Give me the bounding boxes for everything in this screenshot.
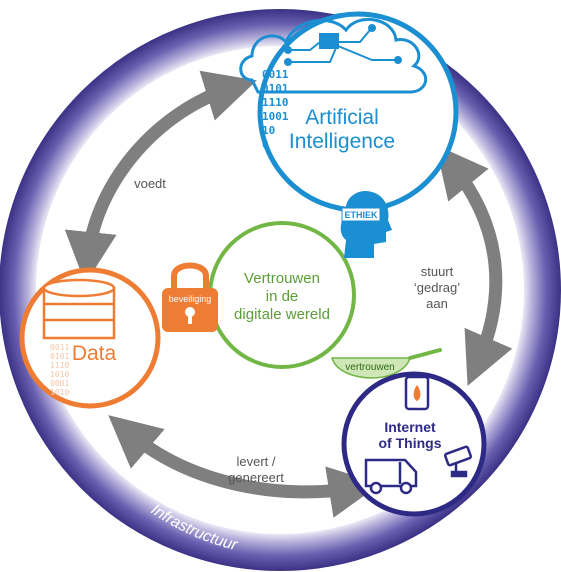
arrow-feeds [64,70,257,284]
svg-text:0001: 0001 [50,379,69,388]
svg-text:1010: 1010 [50,370,69,379]
ai-binary: 0011 0101 1110 1001 10 0 [262,68,289,151]
ai-label: Artificial Intelligence [289,106,395,153]
svg-text:1110: 1110 [262,96,289,109]
arrow-steers-label: stuurt ‘gedrag’ aan [414,264,460,311]
svg-text:0011: 0011 [50,343,69,352]
lock-icon: beveiliging [162,262,218,332]
svg-text:0: 0 [262,138,269,151]
data-binary: 0011 0101 1110 1010 0001 1010 [50,343,69,397]
iot-label: Internet of Things [379,419,442,451]
svg-text:ETHIEK: ETHIEK [344,210,378,220]
svg-text:1110: 1110 [50,361,69,370]
svg-text:aan: aan [426,296,448,311]
ethics-badge: ETHIEK [340,190,392,258]
svg-text:1001: 1001 [262,110,289,123]
trust-label: Vertrouwen in de digitale wereld [234,270,330,323]
arrow-feeds-label: voedt [134,176,166,191]
arrow-delivers [108,415,381,518]
trust-net-icon: vertrouwen [331,348,442,379]
arrow-delivers-label: levert / genereert [228,454,284,485]
arrow-steers [435,144,513,386]
database-icon [42,278,116,340]
svg-text:Artificial: Artificial [305,106,379,129]
svg-text:genereert: genereert [228,470,284,485]
smartphone-icon [404,375,430,411]
svg-text:0101: 0101 [50,352,69,361]
circuit-icon [284,24,402,66]
svg-text:10: 10 [262,124,275,137]
camera-icon [443,445,473,478]
svg-text:in de: in de [266,288,299,305]
svg-text:Intelligence: Intelligence [289,130,395,153]
svg-text:beveiliging: beveiliging [169,294,212,304]
svg-text:0101: 0101 [262,82,289,95]
svg-text:1010: 1010 [50,388,69,397]
van-icon [364,458,418,495]
svg-text:of Things: of Things [379,435,442,451]
svg-text:vertrouwen: vertrouwen [345,362,394,373]
infrastructure-ring [0,9,561,571]
cloud-icon [239,18,427,94]
svg-text:stuurt: stuurt [421,264,454,279]
svg-text:Vertrouwen: Vertrouwen [244,270,320,287]
svg-text:levert /: levert / [236,454,275,469]
data-label: Data [72,342,117,365]
svg-text:digitale wereld: digitale wereld [234,306,330,323]
svg-text:0011: 0011 [262,68,289,81]
svg-text:Internet: Internet [384,419,436,435]
svg-text:‘gedrag’: ‘gedrag’ [414,280,460,295]
